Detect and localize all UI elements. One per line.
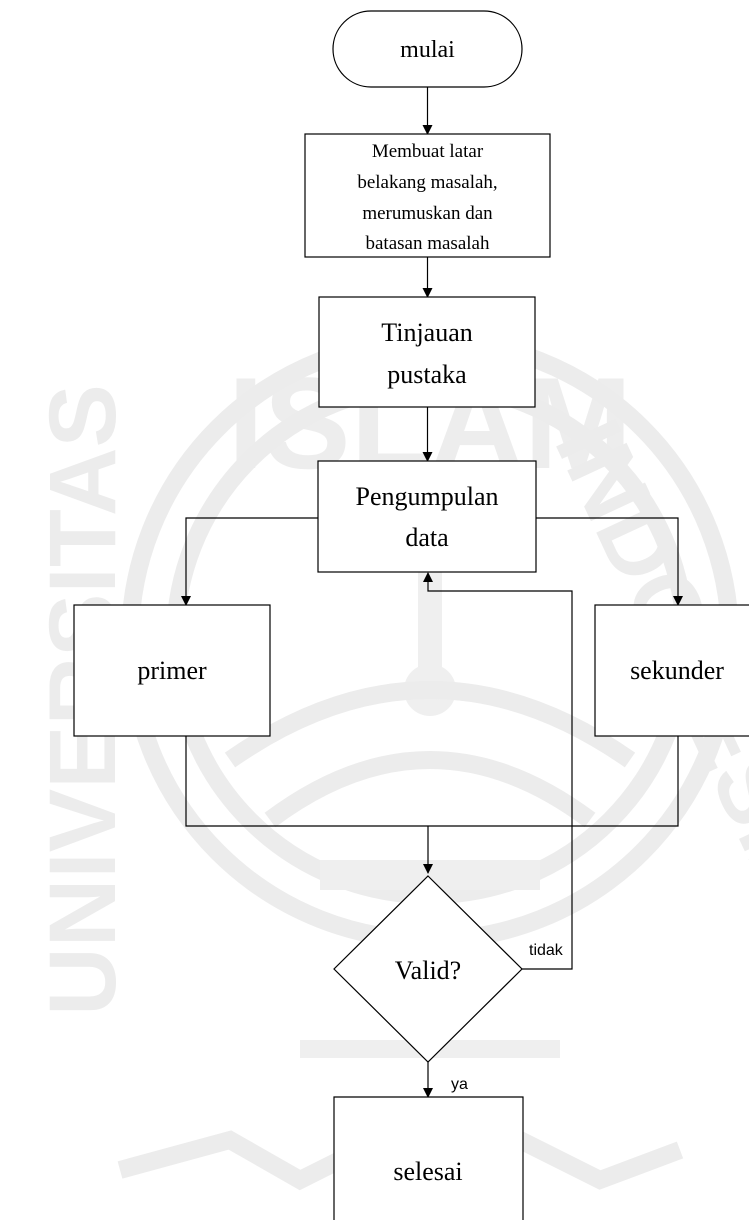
step1-line2: belakang masalah, — [357, 172, 497, 193]
step1-line4: batasan masalah — [366, 233, 490, 254]
step2-line1: Tinjauan — [381, 318, 473, 347]
edge-sekunder-merge — [428, 736, 679, 827]
edge-decision-no-loop — [423, 572, 573, 970]
step1-line3: merumuskan dan — [362, 203, 493, 224]
process-step-literature-review — [318, 296, 536, 408]
edge-step3-to-primer — [181, 517, 318, 606]
process-primer-data — [73, 604, 271, 737]
process-step-data-collection — [317, 460, 537, 573]
edge-label-no: tidak — [529, 942, 564, 959]
process-sekunder-data — [594, 604, 749, 737]
step1-line1: Membuat latar — [372, 141, 484, 162]
step3-line1: Pengumpulan — [356, 482, 499, 511]
end-process-selesai — [333, 1096, 524, 1220]
start-label: mulai — [400, 37, 455, 63]
decision-label: Valid? — [395, 956, 461, 985]
edge-step3-to-sekunder — [536, 517, 683, 606]
edge-label-yes: ya — [451, 1076, 468, 1093]
primer-label: primer — [137, 656, 207, 685]
step2-line2: pustaka — [387, 360, 467, 389]
edge-primer-merge — [185, 736, 428, 827]
process-step-problem-definition — [304, 133, 551, 258]
end-label: selesai — [393, 1157, 462, 1186]
step3-line2: data — [405, 523, 449, 552]
sekunder-label: sekunder — [630, 656, 724, 685]
